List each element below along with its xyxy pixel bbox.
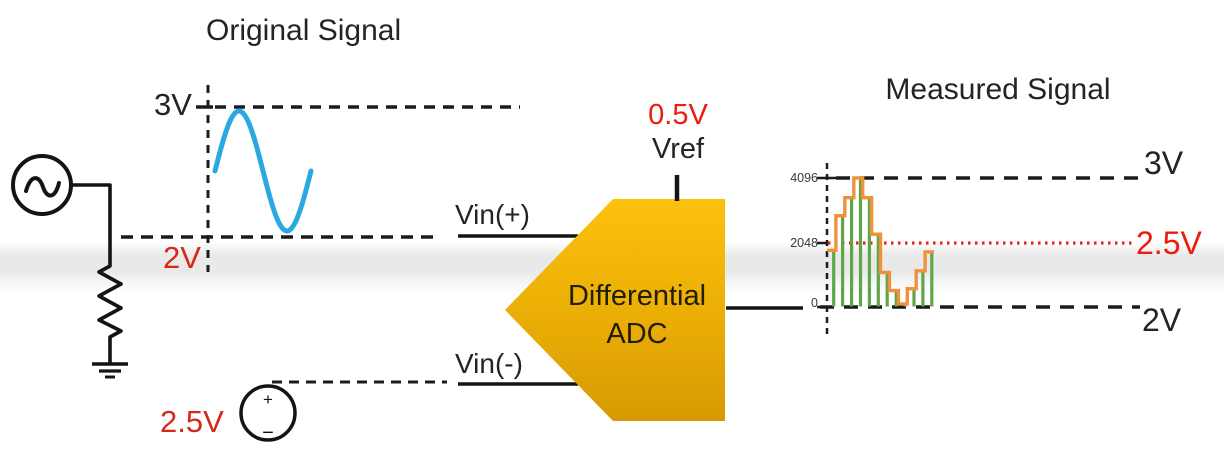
quantized-signal — [827, 176, 934, 307]
vin-minus-label: Vin(-) — [455, 348, 523, 379]
dc-source-icon — [239, 384, 297, 442]
adc-block-label-line2: ADC — [606, 318, 668, 350]
original-signal-title: Original Signal — [206, 14, 402, 47]
measured-signal-title: Measured Signal — [885, 73, 1111, 106]
adc-arrow-shape — [505, 199, 725, 421]
vref-label: Vref — [651, 133, 705, 165]
label-2v5-right: 2.5V — [1136, 225, 1202, 261]
axis-tick-0: 0 — [811, 296, 818, 310]
ground-icon — [92, 362, 128, 379]
dc-source-plus-sign: + — [263, 390, 273, 409]
label-3v-right: 3V — [1144, 145, 1184, 181]
dc-source-minus-sign: − — [262, 422, 274, 444]
resistor-icon — [71, 183, 123, 364]
adc-block-label-line1: Differential — [567, 280, 707, 312]
axis-tick-4096: 4096 — [790, 171, 818, 185]
label-2v-right: 2V — [1142, 302, 1182, 338]
axis-tick-2048: 2048 — [790, 236, 818, 250]
vref-value-label: 0.5V — [648, 99, 708, 131]
dc-source-value-label: 2.5V — [160, 404, 224, 439]
sine-glyph-icon — [24, 176, 61, 198]
label-3v-left: 3V — [154, 87, 192, 122]
adc-block-label: Differential ADC — [527, 277, 747, 353]
label-2v-left: 2V — [163, 240, 201, 275]
analog-sine-wave — [212, 108, 314, 234]
vin-plus-label: Vin(+) — [455, 199, 530, 230]
ac-source-icon — [11, 154, 73, 216]
